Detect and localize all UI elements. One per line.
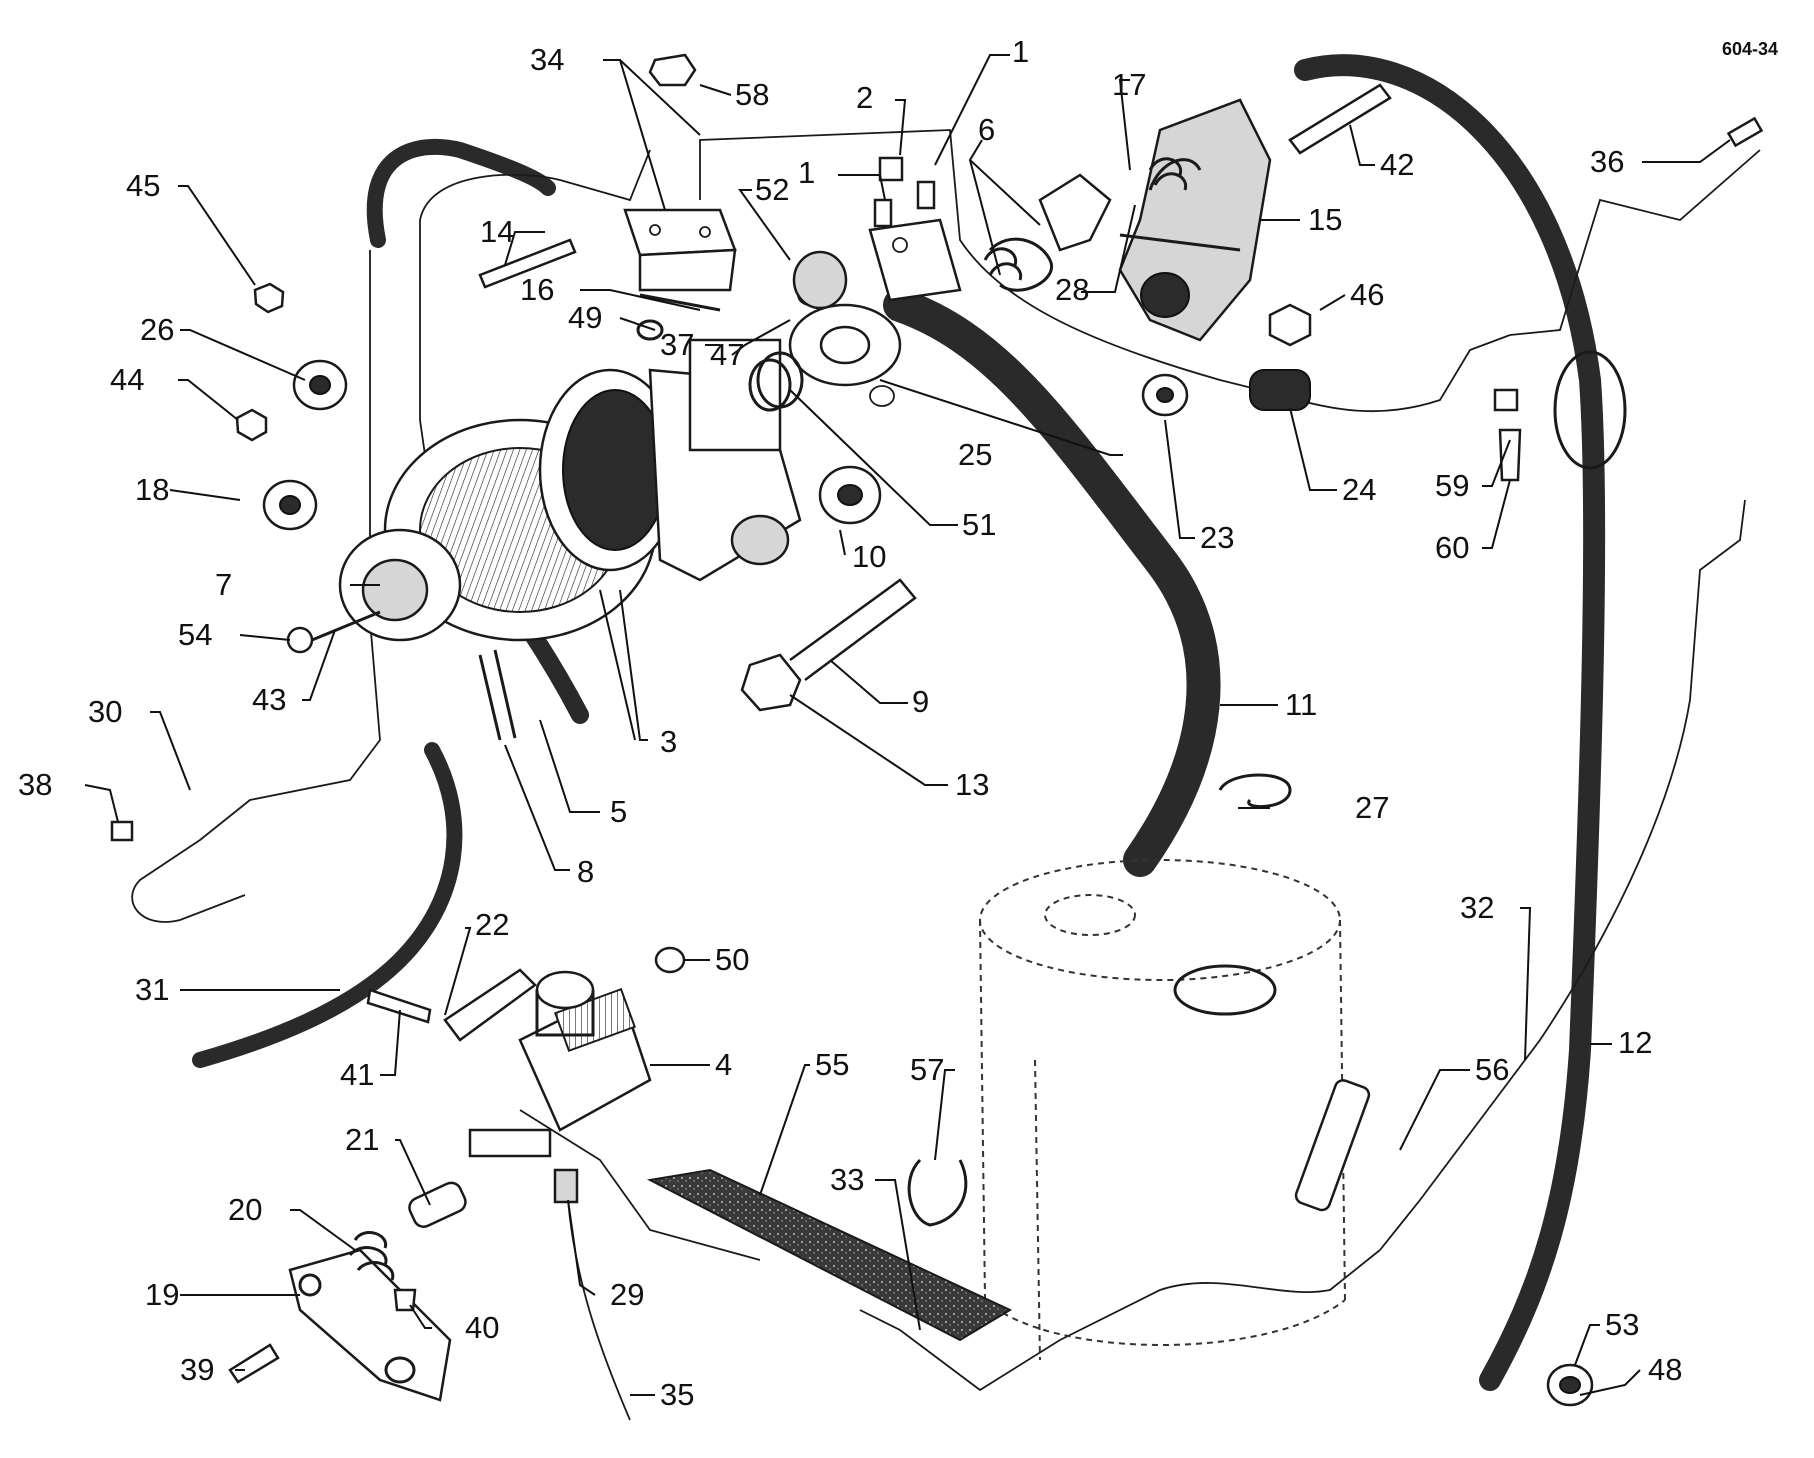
label-5: 5	[610, 794, 627, 829]
label-39: 39	[180, 1352, 214, 1387]
label-59: 59	[1435, 468, 1469, 503]
label-3: 3	[660, 724, 677, 759]
gasket-25	[748, 284, 902, 412]
label-27: 27	[1355, 790, 1389, 825]
body-19	[288, 1248, 452, 1402]
filter-55	[646, 1168, 1013, 1342]
label-49: 49	[568, 300, 602, 335]
label-26: 26	[140, 312, 174, 347]
label-1a: 1	[1012, 34, 1029, 69]
label-52: 52	[755, 172, 789, 207]
label-21: 21	[345, 1122, 379, 1157]
label-12: 12	[1618, 1025, 1652, 1060]
label-14: 14	[480, 214, 514, 249]
label-57: 57	[910, 1052, 944, 1087]
label-36: 36	[1590, 144, 1624, 179]
drawing-code: 604-34	[1722, 39, 1778, 59]
bracket-15	[988, 98, 1272, 342]
label-44: 44	[110, 362, 144, 397]
filter-bowl-assembly	[338, 338, 802, 642]
label-45: 45	[126, 168, 160, 203]
label-23: 23	[1200, 520, 1234, 555]
label-38: 38	[18, 767, 52, 802]
label-54: 54	[178, 617, 212, 652]
label-41: 41	[340, 1057, 374, 1092]
label-50: 50	[715, 942, 749, 977]
label-28: 28	[1055, 272, 1089, 307]
label-8: 8	[577, 854, 594, 889]
label-47: 47	[710, 337, 744, 372]
label-31: 31	[135, 972, 169, 1007]
label-10: 10	[852, 539, 886, 574]
label-11: 11	[1285, 687, 1317, 722]
label-46: 46	[1350, 277, 1384, 312]
label-16: 16	[520, 272, 554, 307]
label-51: 51	[962, 507, 996, 542]
label-1b: 1	[798, 155, 815, 190]
top-manifold-block	[623, 208, 962, 302]
label-7: 7	[215, 567, 232, 602]
label-48: 48	[1648, 1352, 1682, 1387]
label-58: 58	[735, 77, 769, 112]
label-22: 22	[475, 907, 509, 942]
label-2: 2	[856, 80, 873, 115]
fuel-tank	[979, 859, 1346, 1361]
fuel-lines	[131, 129, 1761, 1421]
label-30: 30	[88, 694, 122, 729]
label-32: 32	[1460, 890, 1494, 925]
label-25: 25	[958, 437, 992, 472]
label-24: 24	[1342, 472, 1376, 507]
label-29: 29	[610, 1277, 644, 1312]
pump-4	[468, 970, 652, 1158]
label-34: 34	[530, 42, 564, 77]
label-9: 9	[912, 684, 929, 719]
label-60: 60	[1435, 530, 1469, 565]
hoses	[192, 54, 1627, 1391]
label-42: 42	[1380, 147, 1414, 182]
label-4: 4	[715, 1047, 732, 1082]
part-number-labels: 604-34 1 1 2 3 4 5 6 7 8 9 10 11 12 13 1…	[18, 34, 1778, 1412]
label-6: 6	[978, 112, 995, 147]
label-20: 20	[228, 1192, 262, 1227]
label-15: 15	[1308, 202, 1342, 237]
leader-lines	[84, 54, 1731, 1396]
label-35: 35	[660, 1377, 694, 1412]
label-19: 19	[145, 1277, 179, 1312]
label-53: 53	[1605, 1307, 1639, 1342]
label-17: 17	[1112, 67, 1146, 102]
label-18: 18	[135, 472, 169, 507]
label-55: 55	[815, 1047, 849, 1082]
label-43: 43	[252, 682, 286, 717]
label-37: 37	[660, 327, 694, 362]
label-40: 40	[465, 1310, 499, 1345]
label-13: 13	[955, 767, 989, 802]
label-56: 56	[1475, 1052, 1509, 1087]
label-33: 33	[830, 1162, 864, 1197]
